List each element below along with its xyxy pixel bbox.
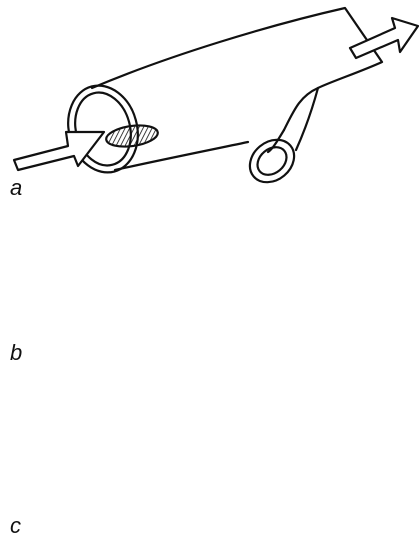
- panel-label-b: b: [10, 340, 22, 366]
- panel-a: [14, 8, 418, 191]
- inflow-arrow-a: [14, 132, 104, 170]
- vessel-a-body: [92, 8, 382, 130]
- panel-label-c: c: [10, 513, 21, 539]
- vessel-a-branch-opening: [241, 131, 302, 191]
- panel-label-a: a: [10, 175, 22, 201]
- vessel-a-lesion: [105, 122, 159, 149]
- outflow-arrow-a: [350, 18, 418, 58]
